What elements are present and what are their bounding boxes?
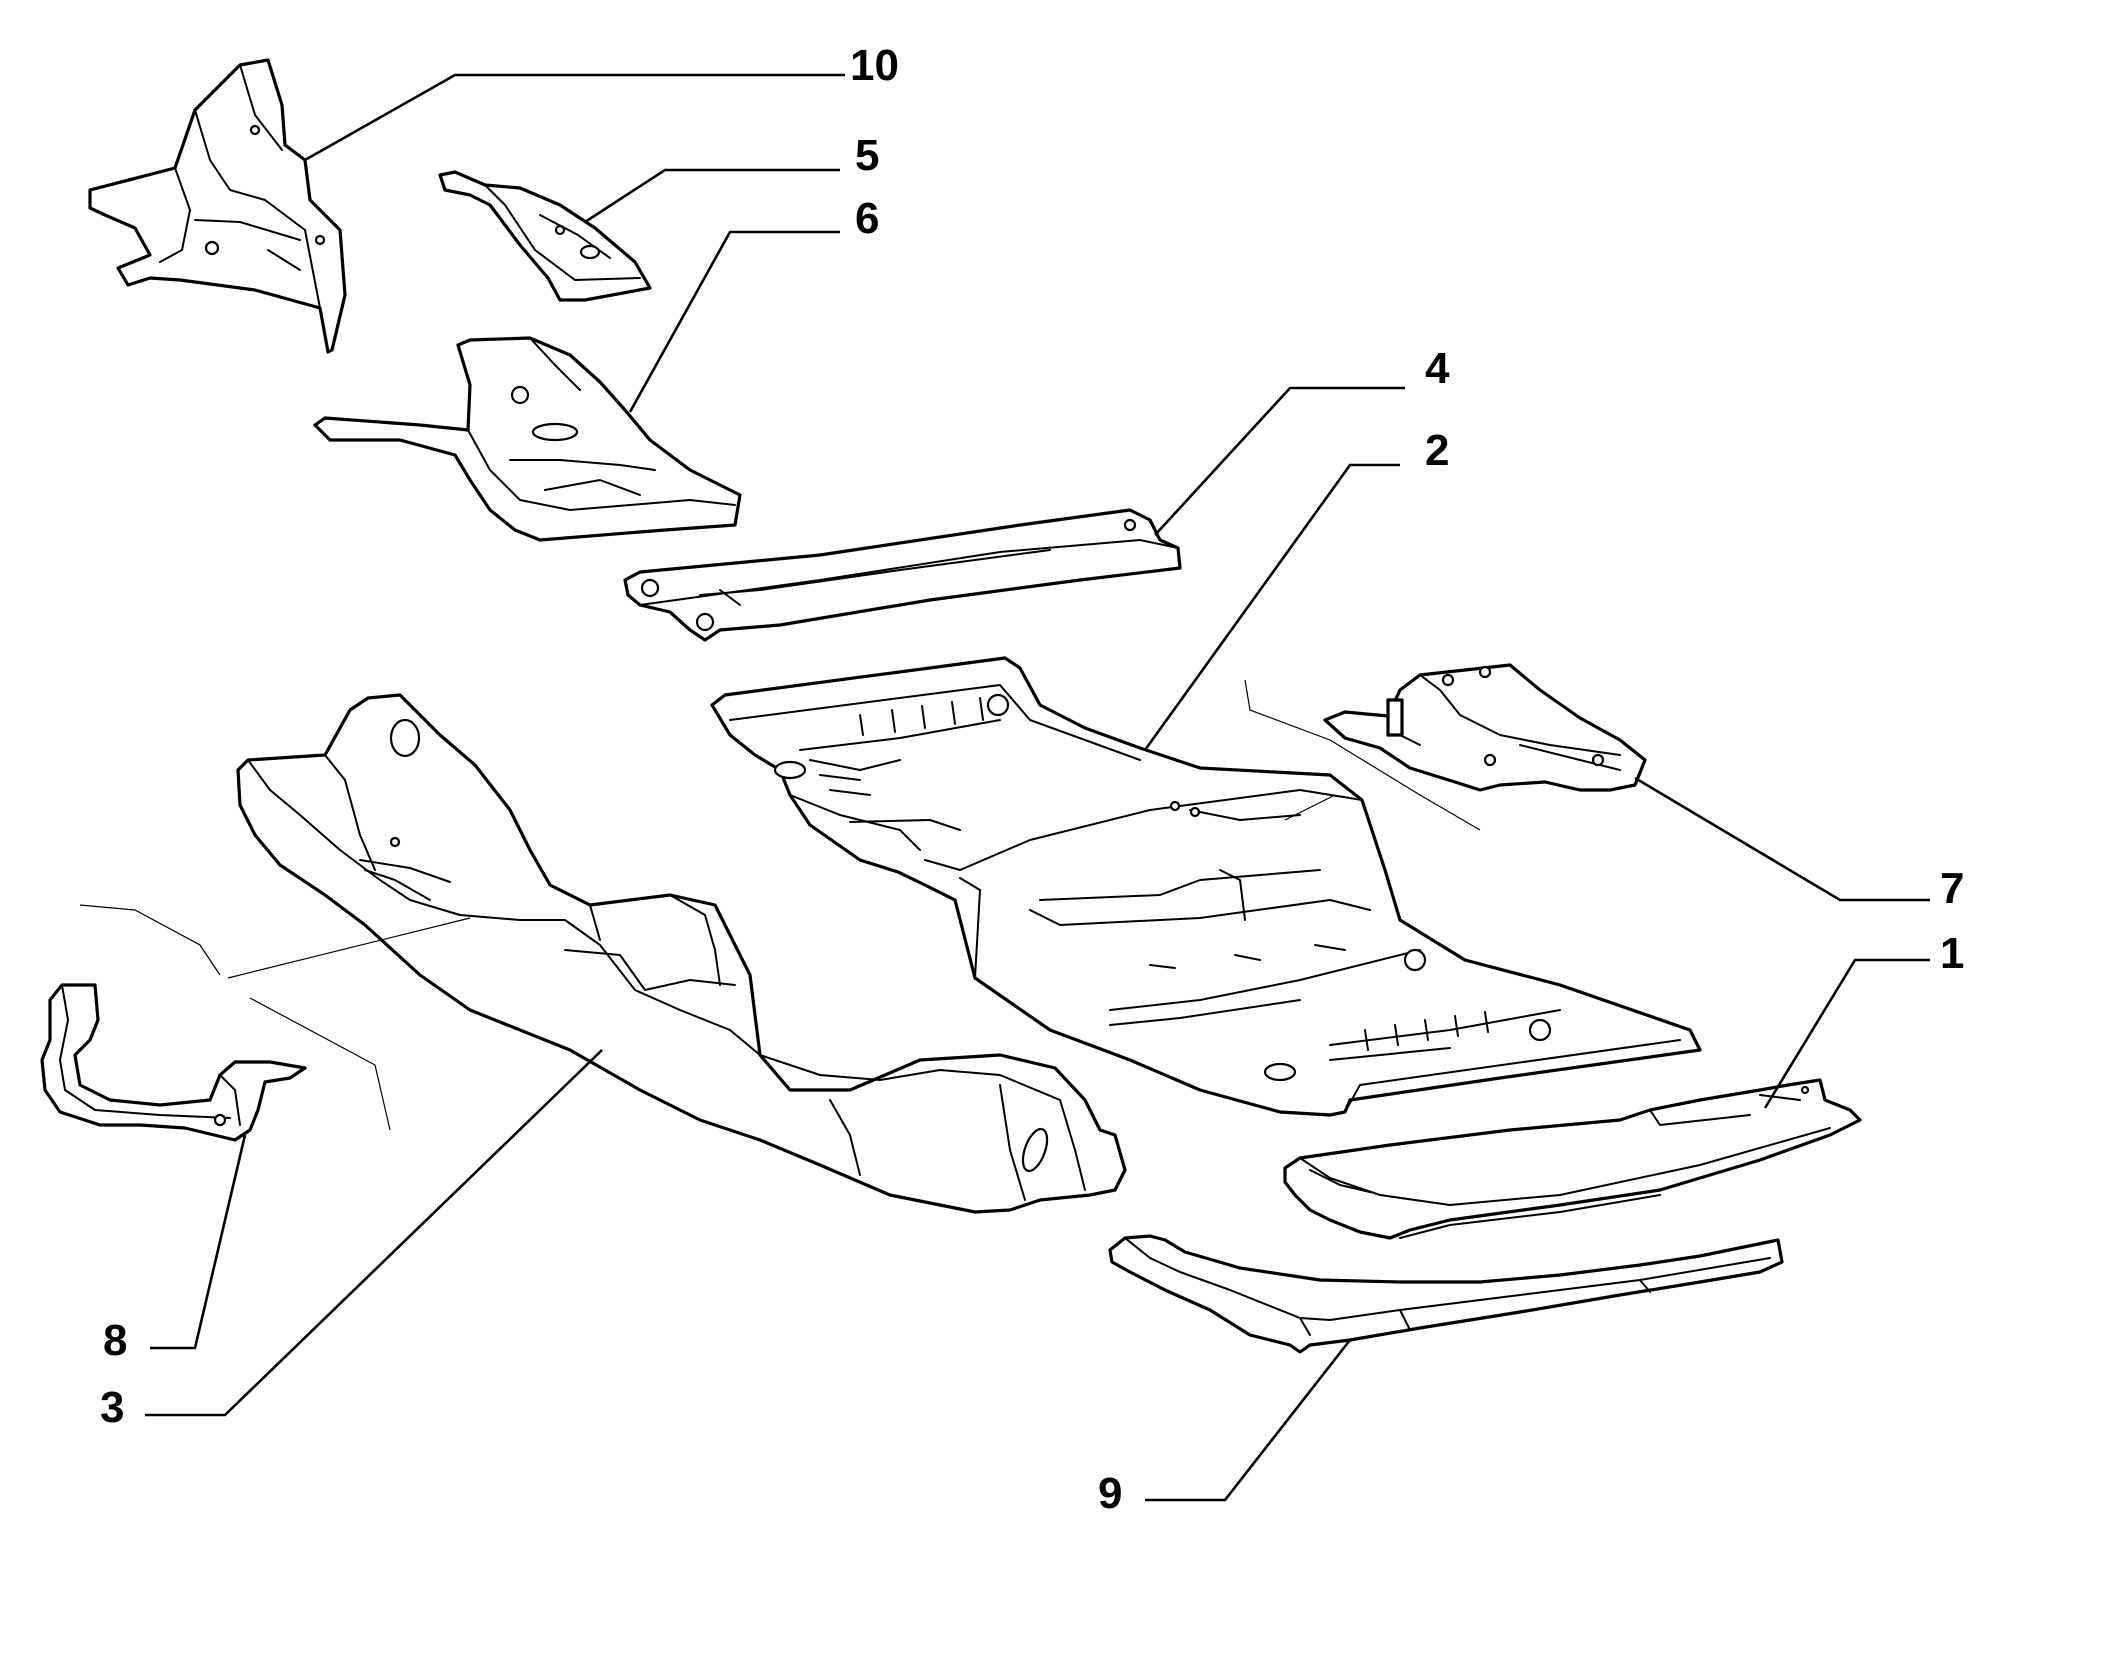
part-4-crossmember bbox=[623, 508, 1182, 642]
callout-7: 7 bbox=[1940, 864, 1964, 913]
callout-6: 6 bbox=[855, 194, 879, 243]
callout-5: 5 bbox=[855, 131, 879, 180]
leader-1 bbox=[1763, 958, 1930, 1109]
callout-3: 3 bbox=[100, 1383, 124, 1432]
part-5-bracket bbox=[438, 170, 652, 302]
part-9-rail bbox=[1108, 1234, 1784, 1354]
leader-10 bbox=[304, 73, 845, 162]
leader-6 bbox=[628, 230, 840, 413]
part-3-tunnel bbox=[236, 693, 1127, 1214]
leader-9 bbox=[1145, 1339, 1352, 1502]
leader-2 bbox=[1143, 463, 1400, 751]
part-6-bracket bbox=[313, 336, 742, 542]
leader-4 bbox=[1154, 386, 1405, 536]
callout-2: 2 bbox=[1425, 426, 1449, 475]
part-10-bracket bbox=[88, 58, 347, 354]
callout-10: 10 bbox=[850, 41, 899, 90]
part-2-floor-pan bbox=[710, 656, 1702, 1117]
callout-9: 9 bbox=[1098, 1469, 1122, 1518]
part-7-bracket bbox=[1323, 663, 1647, 792]
callout-1: 1 bbox=[1940, 929, 1964, 978]
part-1-sill bbox=[1283, 1078, 1862, 1240]
leader-7 bbox=[1634, 776, 1930, 902]
leader-5 bbox=[584, 168, 840, 224]
callout-8: 8 bbox=[103, 1316, 127, 1365]
leader-3 bbox=[145, 1049, 603, 1417]
callout-labels: 10 5 6 4 2 7 1 8 3 9 bbox=[100, 41, 1964, 1518]
assembly-guides bbox=[79, 679, 1481, 1131]
callout-4: 4 bbox=[1425, 344, 1450, 393]
part-8-bracket bbox=[40, 983, 307, 1142]
leader-8 bbox=[150, 1134, 247, 1350]
leader-lines bbox=[145, 73, 1930, 1502]
